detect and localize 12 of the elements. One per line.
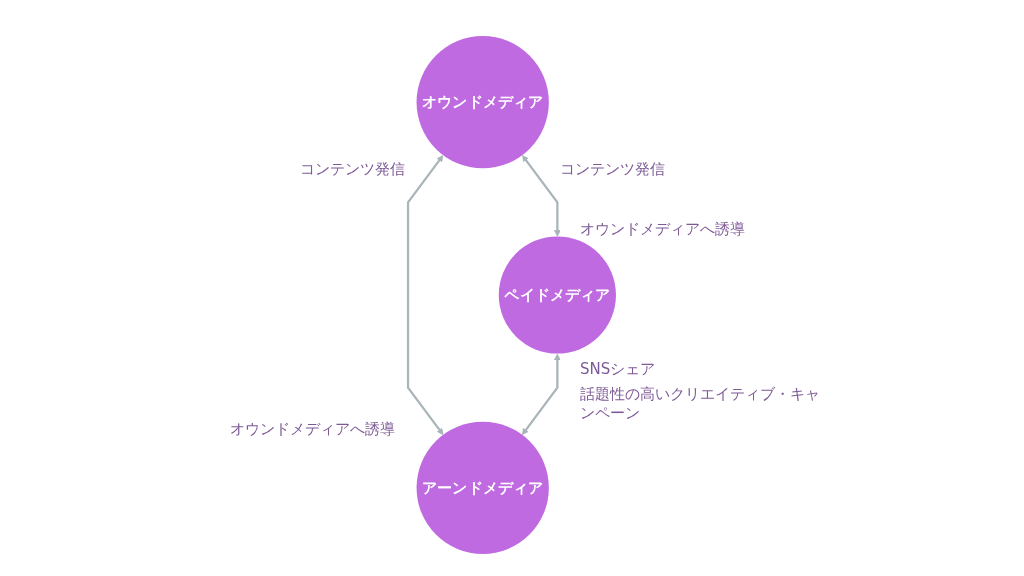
arrow xyxy=(522,155,561,237)
node-circle: ペイドメディア xyxy=(498,236,616,354)
note-text: コンテンツ発信 xyxy=(560,160,665,179)
note-text: コンテンツ発信 xyxy=(300,160,405,179)
arrow xyxy=(406,155,444,436)
arrow xyxy=(521,353,561,436)
note-text: オウンドメディアへ誘導 xyxy=(580,220,745,239)
note-text: 話題性の高いクリエイティブ・キャンペーン xyxy=(580,385,820,423)
note-text: SNSシェア xyxy=(580,360,656,379)
node-circle: アーンドメディア xyxy=(416,421,549,554)
note-text: オウンドメディアへ誘導 xyxy=(230,420,395,439)
node-circle: オウンドメディア xyxy=(416,36,549,169)
